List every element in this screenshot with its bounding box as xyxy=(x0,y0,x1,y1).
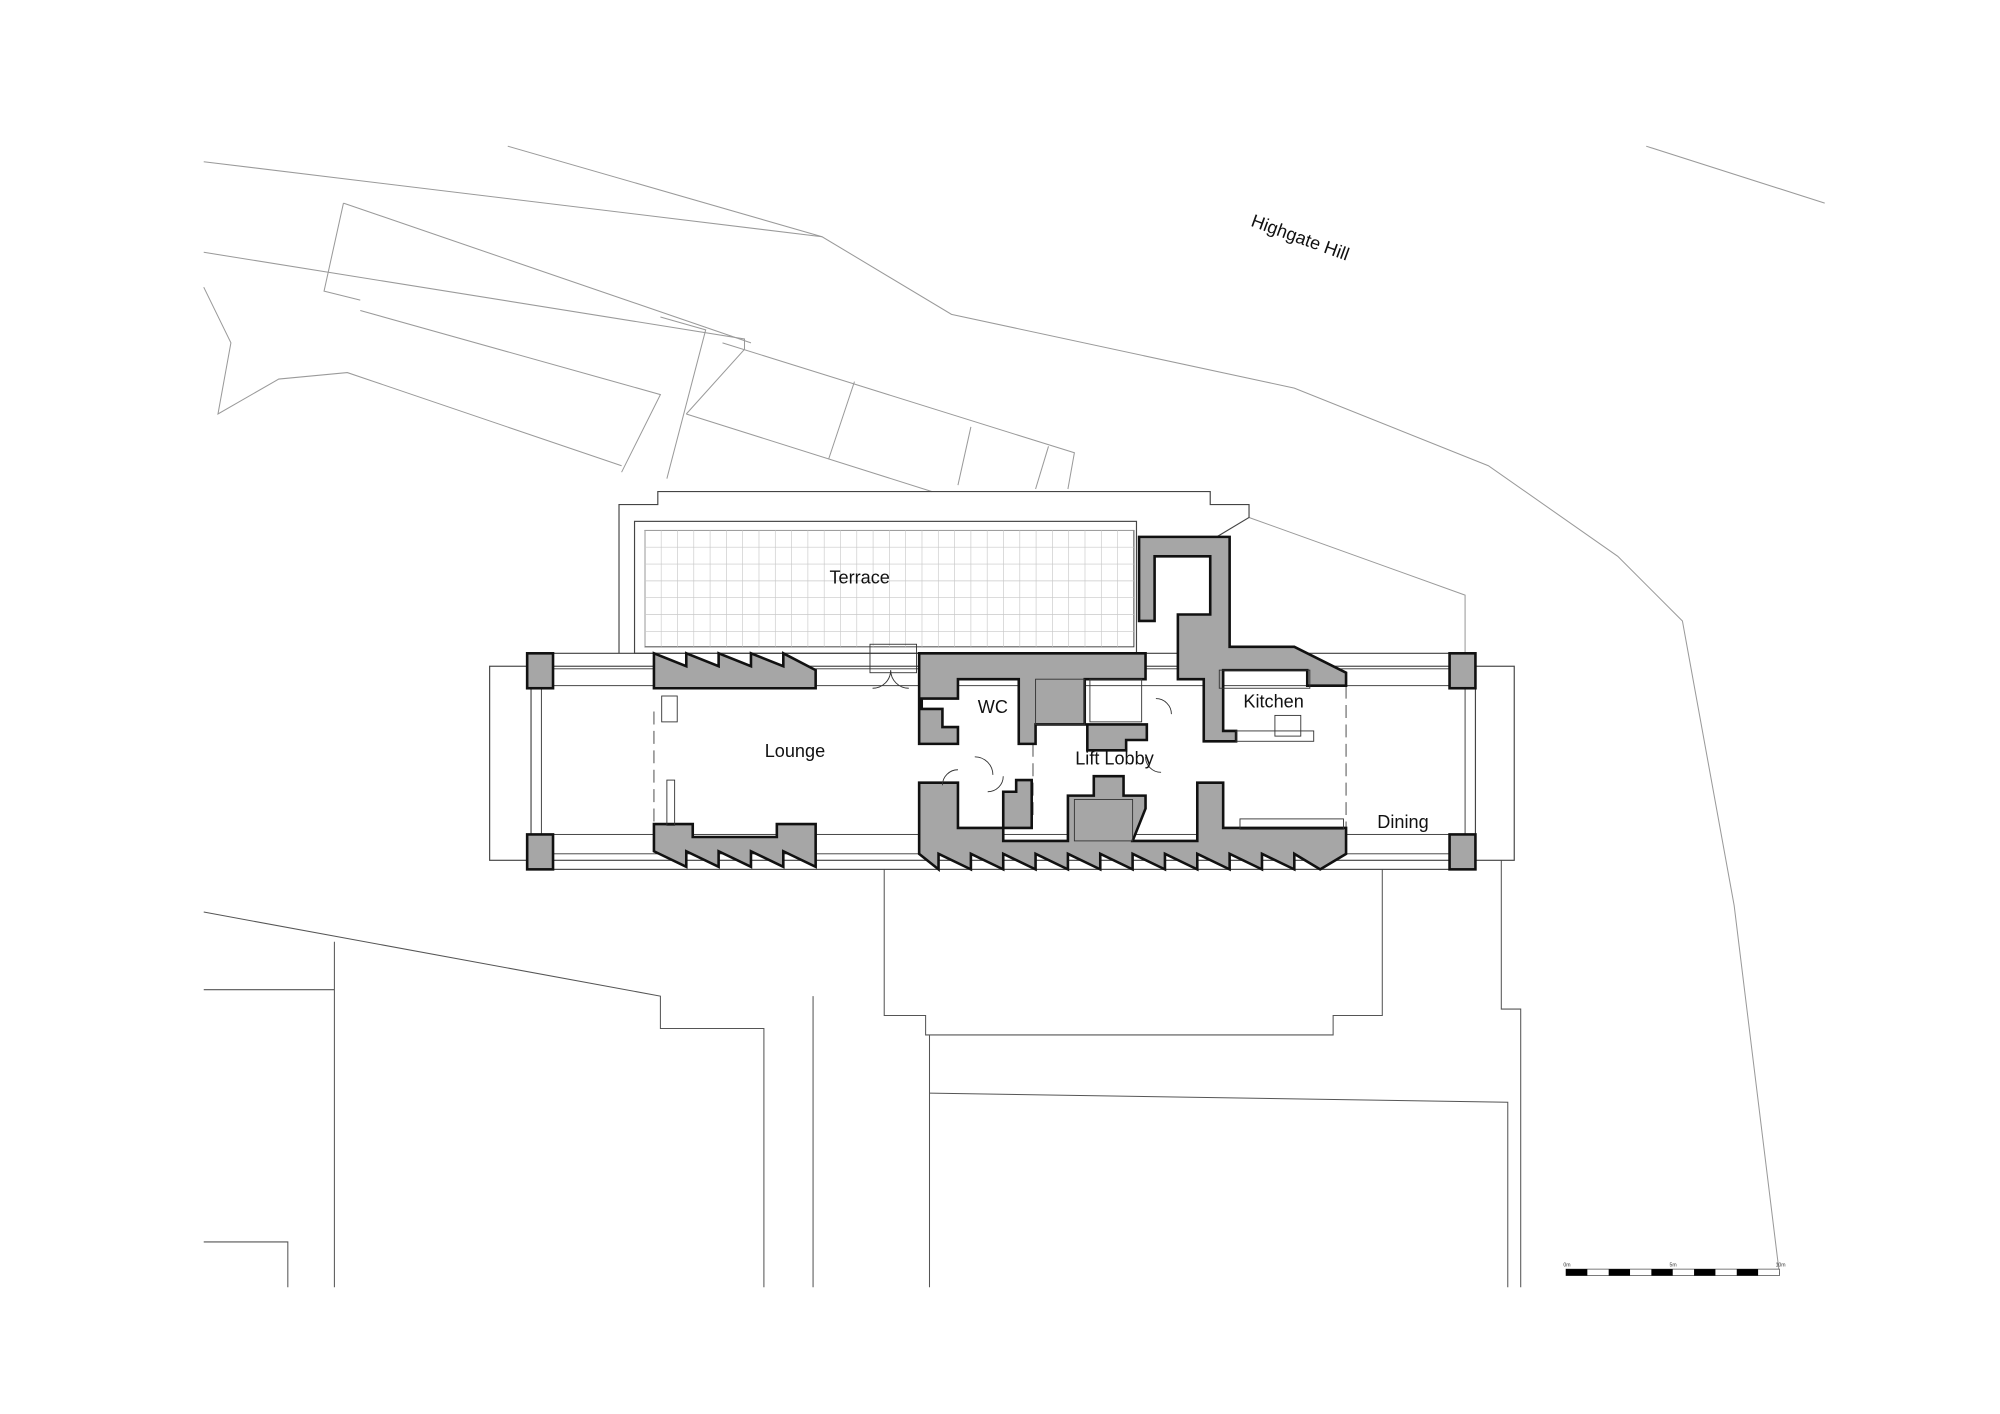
scale-bar-segment xyxy=(1694,1269,1716,1276)
fireplace xyxy=(661,695,678,723)
scale-label-end: 10m xyxy=(1776,1263,1786,1269)
room-label-kitchen: Kitchen xyxy=(1243,692,1303,712)
scale-bar-segment xyxy=(1608,1269,1631,1276)
column xyxy=(525,652,555,690)
site-context xyxy=(203,145,1825,1288)
interior-details xyxy=(661,643,1344,842)
street-label: Highgate Hill xyxy=(1249,211,1352,265)
column xyxy=(1448,652,1477,690)
room-label-lounge: Lounge xyxy=(765,741,825,761)
scale-bar-segment xyxy=(1565,1269,1588,1276)
scale-bar: 0m 5m 10m xyxy=(1563,1263,1786,1276)
hob xyxy=(1274,714,1302,737)
room-label-lift-lobby: Lift Lobby xyxy=(1075,749,1154,769)
scale-bar-segment xyxy=(1736,1269,1759,1276)
room-label-wc: WC xyxy=(978,697,1008,717)
column xyxy=(525,833,555,871)
room-label-dining: Dining xyxy=(1377,812,1428,832)
scale-bar-segment xyxy=(1651,1269,1673,1276)
scale-label-mid: 5m xyxy=(1669,1263,1676,1269)
room-label-terrace: Terrace xyxy=(829,567,889,587)
column xyxy=(1448,833,1477,871)
terrace-door[interactable] xyxy=(869,643,918,674)
scale-label-start: 0m xyxy=(1563,1263,1570,1269)
